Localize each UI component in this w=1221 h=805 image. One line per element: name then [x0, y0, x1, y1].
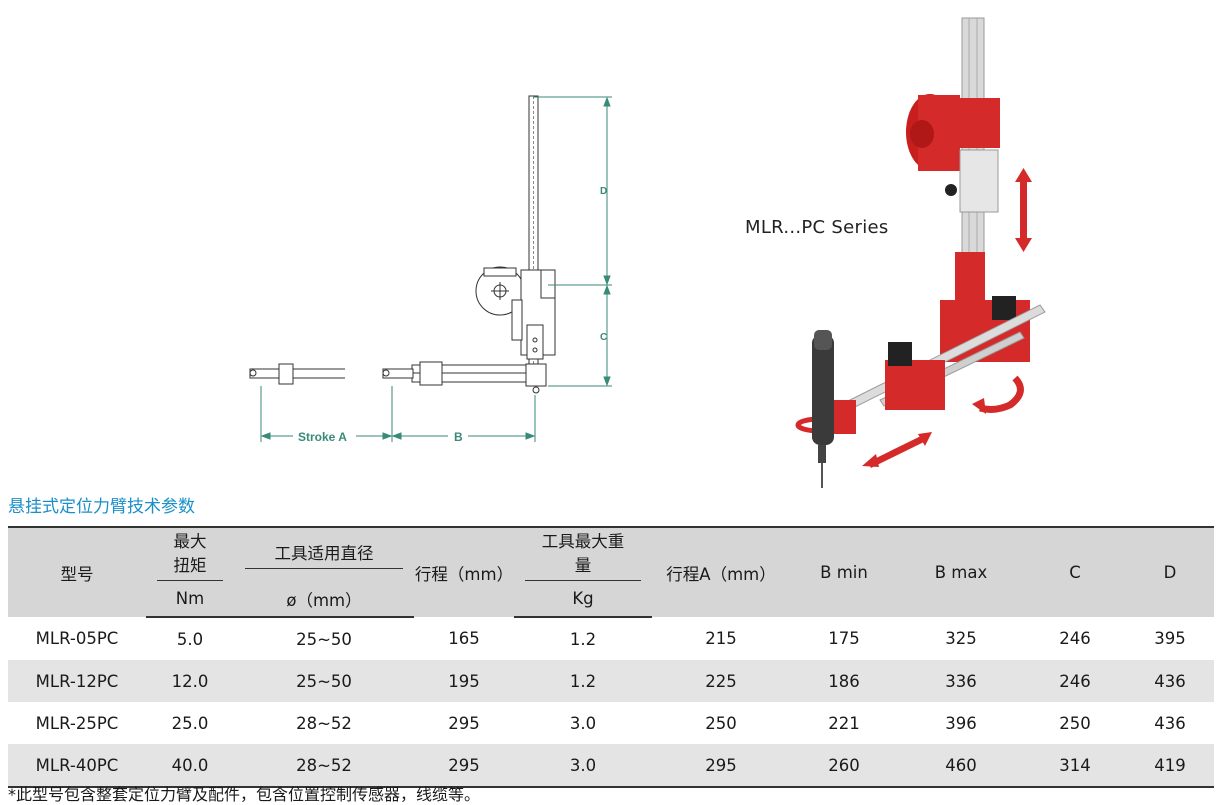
header-diameter: 工具适用直径: [234, 526, 414, 581]
cell-diameter: 25~50: [234, 660, 414, 702]
cell-weight: 3.0: [569, 713, 597, 733]
cell-c: 314: [1024, 744, 1126, 788]
footnote: *此型号包含整套定位力臂及配件，包含位置控制传感器，线缆等。: [8, 785, 481, 804]
cell-weight: 3.0: [514, 744, 652, 788]
section-title: 悬挂式定位力臂技术参数: [8, 497, 195, 517]
header-travel-a: 行程A（mm）: [652, 526, 790, 617]
header-diameter-unit: ø（mm）: [234, 581, 414, 618]
cell-torque: 12.0: [146, 660, 234, 702]
cell-b-min: 175: [828, 629, 860, 648]
cell-torque: 25.0: [171, 713, 209, 733]
series-label: MLR...PC Series: [745, 217, 889, 238]
cell-travel: 195: [414, 660, 514, 702]
cell-model: MLR-12PC: [8, 660, 146, 702]
cell-weight: 1.2: [514, 660, 652, 702]
table-row: MLR-40PC 40.0 28~52 295 3.0 295 260 460 …: [8, 744, 1214, 788]
cell-diameter: 28~52: [296, 713, 352, 733]
header-torque-label: 最大扭矩: [157, 528, 223, 581]
product-render-image: [795, 17, 1046, 488]
cell-c: 250: [1059, 713, 1091, 733]
cell-b-max: 460: [898, 744, 1024, 788]
header-weight: 工具最大重量: [514, 526, 652, 581]
cell-b-min: 221: [828, 713, 860, 733]
cell-b-max: 325: [945, 629, 977, 648]
cell-model: MLR-05PC: [35, 629, 119, 648]
header-model: 型号: [8, 526, 146, 617]
cell-travel: 295: [414, 744, 514, 788]
table-row: MLR-12PC 12.0 25~50 195 1.2 225 186 336 …: [8, 660, 1214, 702]
header-diameter-label: 工具适用直径: [245, 540, 403, 569]
table-row: MLR-25PC 25.0 28~52 295 3.0 250 221 396 …: [8, 702, 1214, 744]
cell-b-min: 186: [790, 660, 898, 702]
header-torque-unit: Nm: [146, 581, 234, 618]
cell-diameter: 28~52: [234, 744, 414, 788]
cell-d: 436: [1126, 660, 1214, 702]
technical-drawing: D C Stroke A B: [249, 95, 612, 444]
cell-c: 246: [1059, 629, 1091, 648]
cell-b-max: 396: [945, 713, 977, 733]
dimension-label-c: C: [600, 332, 607, 343]
dimension-label-stroke-a: Stroke A: [298, 430, 347, 444]
cell-model: MLR-25PC: [35, 713, 119, 733]
header-b-min: B min: [790, 526, 898, 617]
cell-b-min: 260: [790, 744, 898, 788]
cell-model: MLR-40PC: [8, 744, 146, 788]
header-torque: 最大扭矩: [146, 526, 234, 581]
dimension-label-b: B: [454, 430, 463, 444]
cell-d: 419: [1126, 744, 1214, 788]
cell-travel-a: 225: [652, 660, 790, 702]
header-d: D: [1126, 526, 1214, 617]
header-weight-unit: Kg: [514, 581, 652, 618]
cell-travel: 295: [448, 713, 480, 733]
cell-d: 395: [1154, 629, 1186, 648]
header-travel: 行程（mm）: [414, 526, 514, 617]
cell-travel-a: 250: [705, 713, 737, 733]
cell-b-max: 336: [898, 660, 1024, 702]
cell-travel-a: 215: [705, 629, 737, 648]
cell-diameter: 25~50: [296, 629, 352, 649]
header-b-max: B max: [898, 526, 1024, 617]
spec-table: 型号 最大扭矩 工具适用直径 行程（mm） 工具最大重量 行程A（mm） B m…: [8, 526, 1214, 788]
cell-d: 436: [1154, 713, 1186, 733]
cell-torque: 40.0: [146, 744, 234, 788]
header-weight-label: 工具最大重量: [525, 528, 641, 581]
header-c: C: [1024, 526, 1126, 617]
cell-c: 246: [1024, 660, 1126, 702]
cell-travel: 165: [448, 629, 480, 648]
cell-travel-a: 295: [652, 744, 790, 788]
cell-weight: 1.2: [569, 629, 597, 649]
dimension-label-d: D: [600, 186, 607, 197]
cell-torque: 5.0: [176, 629, 204, 649]
table-row: MLR-05PC 5.0 25~50 165 1.2 215 175 325 2…: [8, 617, 1214, 660]
